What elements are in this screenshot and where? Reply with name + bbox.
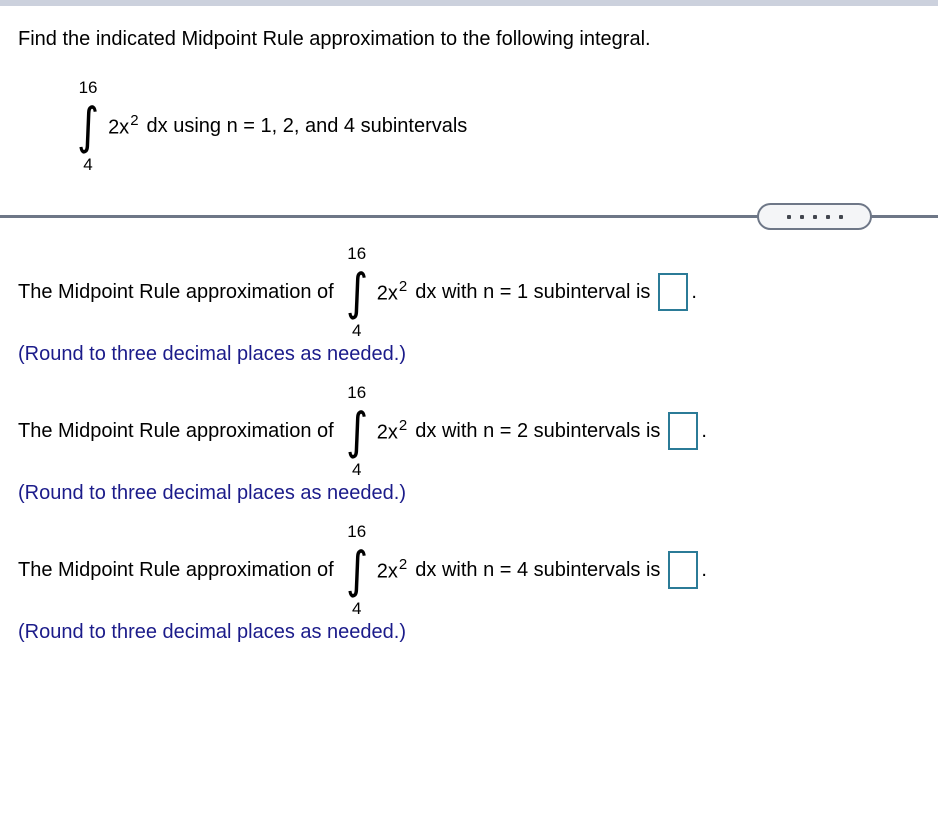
- integral-lower-limit: 4: [352, 460, 362, 479]
- integrand-base: 2x: [376, 282, 398, 305]
- divider-line: [0, 215, 938, 218]
- integral-icon: ∫: [345, 541, 368, 599]
- integral-lower-limit: 4: [352, 321, 362, 340]
- integral-expression: 16 ∫ 4 2x2: [344, 521, 408, 619]
- dot-icon: [825, 214, 830, 219]
- question-statement: The Midpoint Rule approximation of 16 ∫ …: [18, 521, 938, 619]
- integrand-base: 2x: [108, 116, 130, 139]
- integrand-exponent: 2: [398, 416, 408, 434]
- integral-upper-limit: 16: [347, 522, 367, 541]
- question-suffix: dx with n = 4 subintervals is: [415, 558, 661, 581]
- question-prefix: The Midpoint Rule approximation of: [18, 558, 334, 581]
- divider-handle-button[interactable]: [757, 203, 872, 230]
- problem-integral-expression: 16 ∫ 4 2x2 dx using n = 1, 2, and 4 subi…: [75, 77, 938, 175]
- dot-icon: [838, 214, 843, 219]
- question-block-n4: The Midpoint Rule approximation of 16 ∫ …: [18, 521, 938, 644]
- answer-input-n2[interactable]: [668, 412, 699, 450]
- answer-input-n4[interactable]: [668, 551, 699, 589]
- integrand-base: 2x: [376, 560, 398, 583]
- integral-icon: ∫: [345, 263, 368, 321]
- question-suffix: dx with n = 1 subinterval is: [415, 280, 651, 303]
- question-prefix: The Midpoint Rule approximation of: [18, 419, 334, 442]
- question-block-n2: The Midpoint Rule approximation of 16 ∫ …: [18, 382, 938, 505]
- question-statement: The Midpoint Rule approximation of 16 ∫ …: [18, 243, 938, 341]
- integrand-exponent: 2: [398, 277, 408, 295]
- integral-expression: 16 ∫ 4 2x2: [75, 77, 139, 175]
- problem-instruction: Find the indicated Midpoint Rule approxi…: [18, 28, 651, 50]
- integral-expression: 16 ∫ 4 2x2: [344, 382, 408, 480]
- answer-input-n1[interactable]: [658, 273, 689, 311]
- dot-icon: [799, 214, 804, 219]
- integral-lower-limit: 4: [352, 599, 362, 618]
- integral-upper-limit: 16: [78, 78, 98, 97]
- integrand: 2x2: [376, 277, 408, 306]
- integral-upper-limit: 16: [347, 383, 367, 402]
- question-suffix: dx with n = 2 subintervals is: [415, 419, 661, 442]
- rounding-note: (Round to three decimal places as needed…: [18, 621, 407, 643]
- integral-icon: ∫: [76, 97, 100, 155]
- sentence-period: .: [691, 280, 697, 303]
- integrand-base: 2x: [376, 421, 398, 444]
- integrand: 2x2: [376, 416, 408, 445]
- rounding-note: (Round to three decimal places as needed…: [18, 482, 407, 504]
- integral-lower-limit: 4: [83, 155, 93, 174]
- window-top-bar: [0, 0, 938, 6]
- integrand: 2x2: [376, 555, 408, 584]
- dot-icon: [812, 214, 817, 219]
- integral-icon: ∫: [345, 402, 368, 460]
- dot-icon: [786, 214, 791, 219]
- sentence-period: .: [701, 419, 707, 442]
- integral-expression: 16 ∫ 4 2x2: [344, 243, 408, 341]
- integrand-exponent: 2: [130, 111, 139, 129]
- section-divider: [0, 203, 938, 233]
- question-block-n1: The Midpoint Rule approximation of 16 ∫ …: [18, 243, 938, 366]
- integrand: 2x2: [108, 111, 139, 140]
- rounding-note: (Round to three decimal places as needed…: [18, 343, 407, 365]
- question-prefix: The Midpoint Rule approximation of: [18, 280, 334, 303]
- question-statement: The Midpoint Rule approximation of 16 ∫ …: [18, 382, 938, 480]
- integral-upper-limit: 16: [347, 244, 367, 263]
- problem-tail-text: dx using n = 1, 2, and 4 subintervals: [146, 114, 468, 137]
- integrand-exponent: 2: [398, 555, 408, 573]
- sentence-period: .: [701, 558, 707, 581]
